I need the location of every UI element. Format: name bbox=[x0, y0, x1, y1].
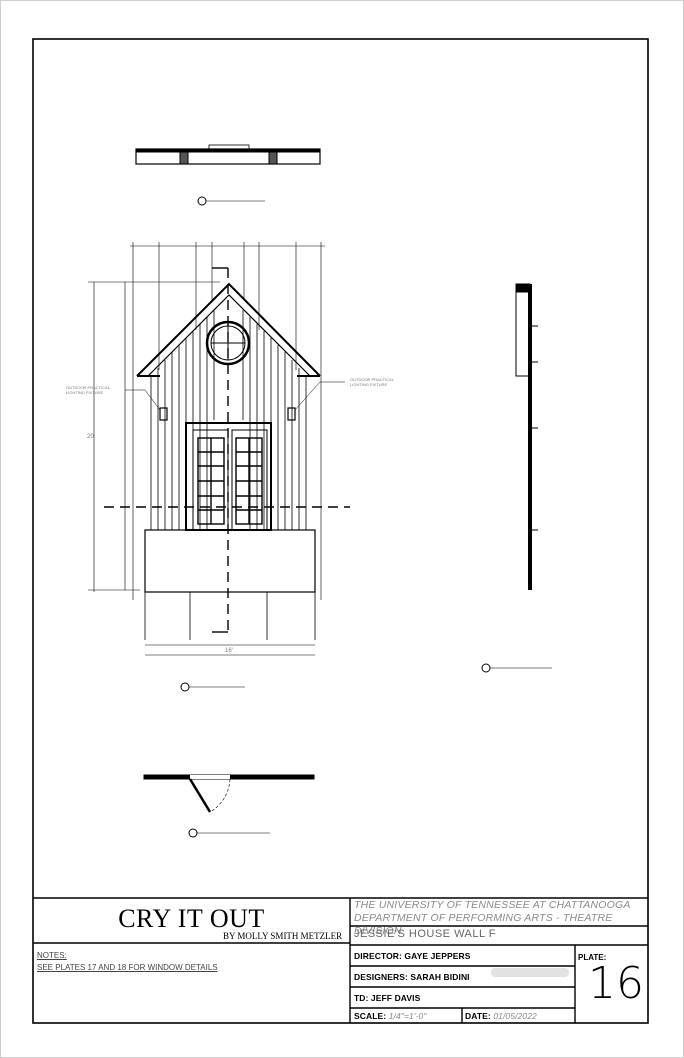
section-callout-a bbox=[197, 196, 265, 206]
notes: NOTES: SEE PLATES 17 AND 18 FOR WINDOW D… bbox=[37, 950, 218, 974]
scale-value: 1/4"=1'-0" bbox=[388, 1011, 427, 1021]
side-section bbox=[515, 283, 538, 590]
plate-label: PLATE: bbox=[578, 953, 607, 962]
plan-section-top bbox=[135, 144, 321, 165]
dimension-lines bbox=[88, 242, 325, 656]
title-block-grid bbox=[33, 897, 648, 1023]
project-title: JESSIE'S HOUSE WALL F bbox=[354, 928, 496, 940]
notes-label: NOTES: bbox=[37, 951, 67, 960]
width-dimension: 16' bbox=[225, 648, 233, 654]
title-block: CRY IT OUT BY MOLLY SMITH METZLER NOTES:… bbox=[33, 898, 648, 1023]
director: DIRECTOR: GAYE JEPPERS bbox=[354, 951, 471, 961]
scale-label: SCALE: bbox=[354, 1011, 387, 1021]
fixture-label-right: OUTDOOR PRACTICAL LIGHTING FIXTURE bbox=[350, 377, 394, 387]
technical-director: TD: JEFF DAVIS bbox=[354, 993, 421, 1003]
designers: DESIGNERS: SARAH BIDINI bbox=[354, 972, 470, 982]
redacted-name bbox=[491, 968, 569, 977]
fixture-label-left: OUTDOOR PRACTICAL LIGHTING FIXTURE bbox=[66, 385, 110, 395]
door-plan bbox=[143, 774, 315, 813]
section-callout-c bbox=[481, 663, 552, 673]
university-info: THE UNIVERSITY OF TENNESSEE AT CHATTANOO… bbox=[354, 899, 648, 938]
house-elevation bbox=[104, 267, 350, 640]
section-callout-d bbox=[188, 828, 270, 838]
play-title: CRY IT OUT bbox=[118, 904, 265, 933]
play-author: BY MOLLY SMITH METZLER bbox=[223, 931, 343, 941]
height-dimension: 20' bbox=[87, 434, 95, 440]
plate-number: 16 bbox=[588, 958, 644, 1009]
date: DATE: 01/05/2022 bbox=[465, 1011, 537, 1021]
section-callout-b bbox=[180, 682, 245, 692]
scale: SCALE: 1/4"=1'-0" bbox=[354, 1011, 426, 1021]
university-line-1: THE UNIVERSITY OF TENNESSEE AT CHATTANOO… bbox=[354, 899, 631, 911]
notes-text: SEE PLATES 17 AND 18 FOR WINDOW DETAILS bbox=[37, 963, 218, 972]
university-line-2: DEPARTMENT OF PERFORMING ARTS - THEATRE … bbox=[354, 912, 613, 937]
date-value: 01/05/2022 bbox=[493, 1011, 537, 1021]
date-label: DATE: bbox=[465, 1011, 491, 1021]
